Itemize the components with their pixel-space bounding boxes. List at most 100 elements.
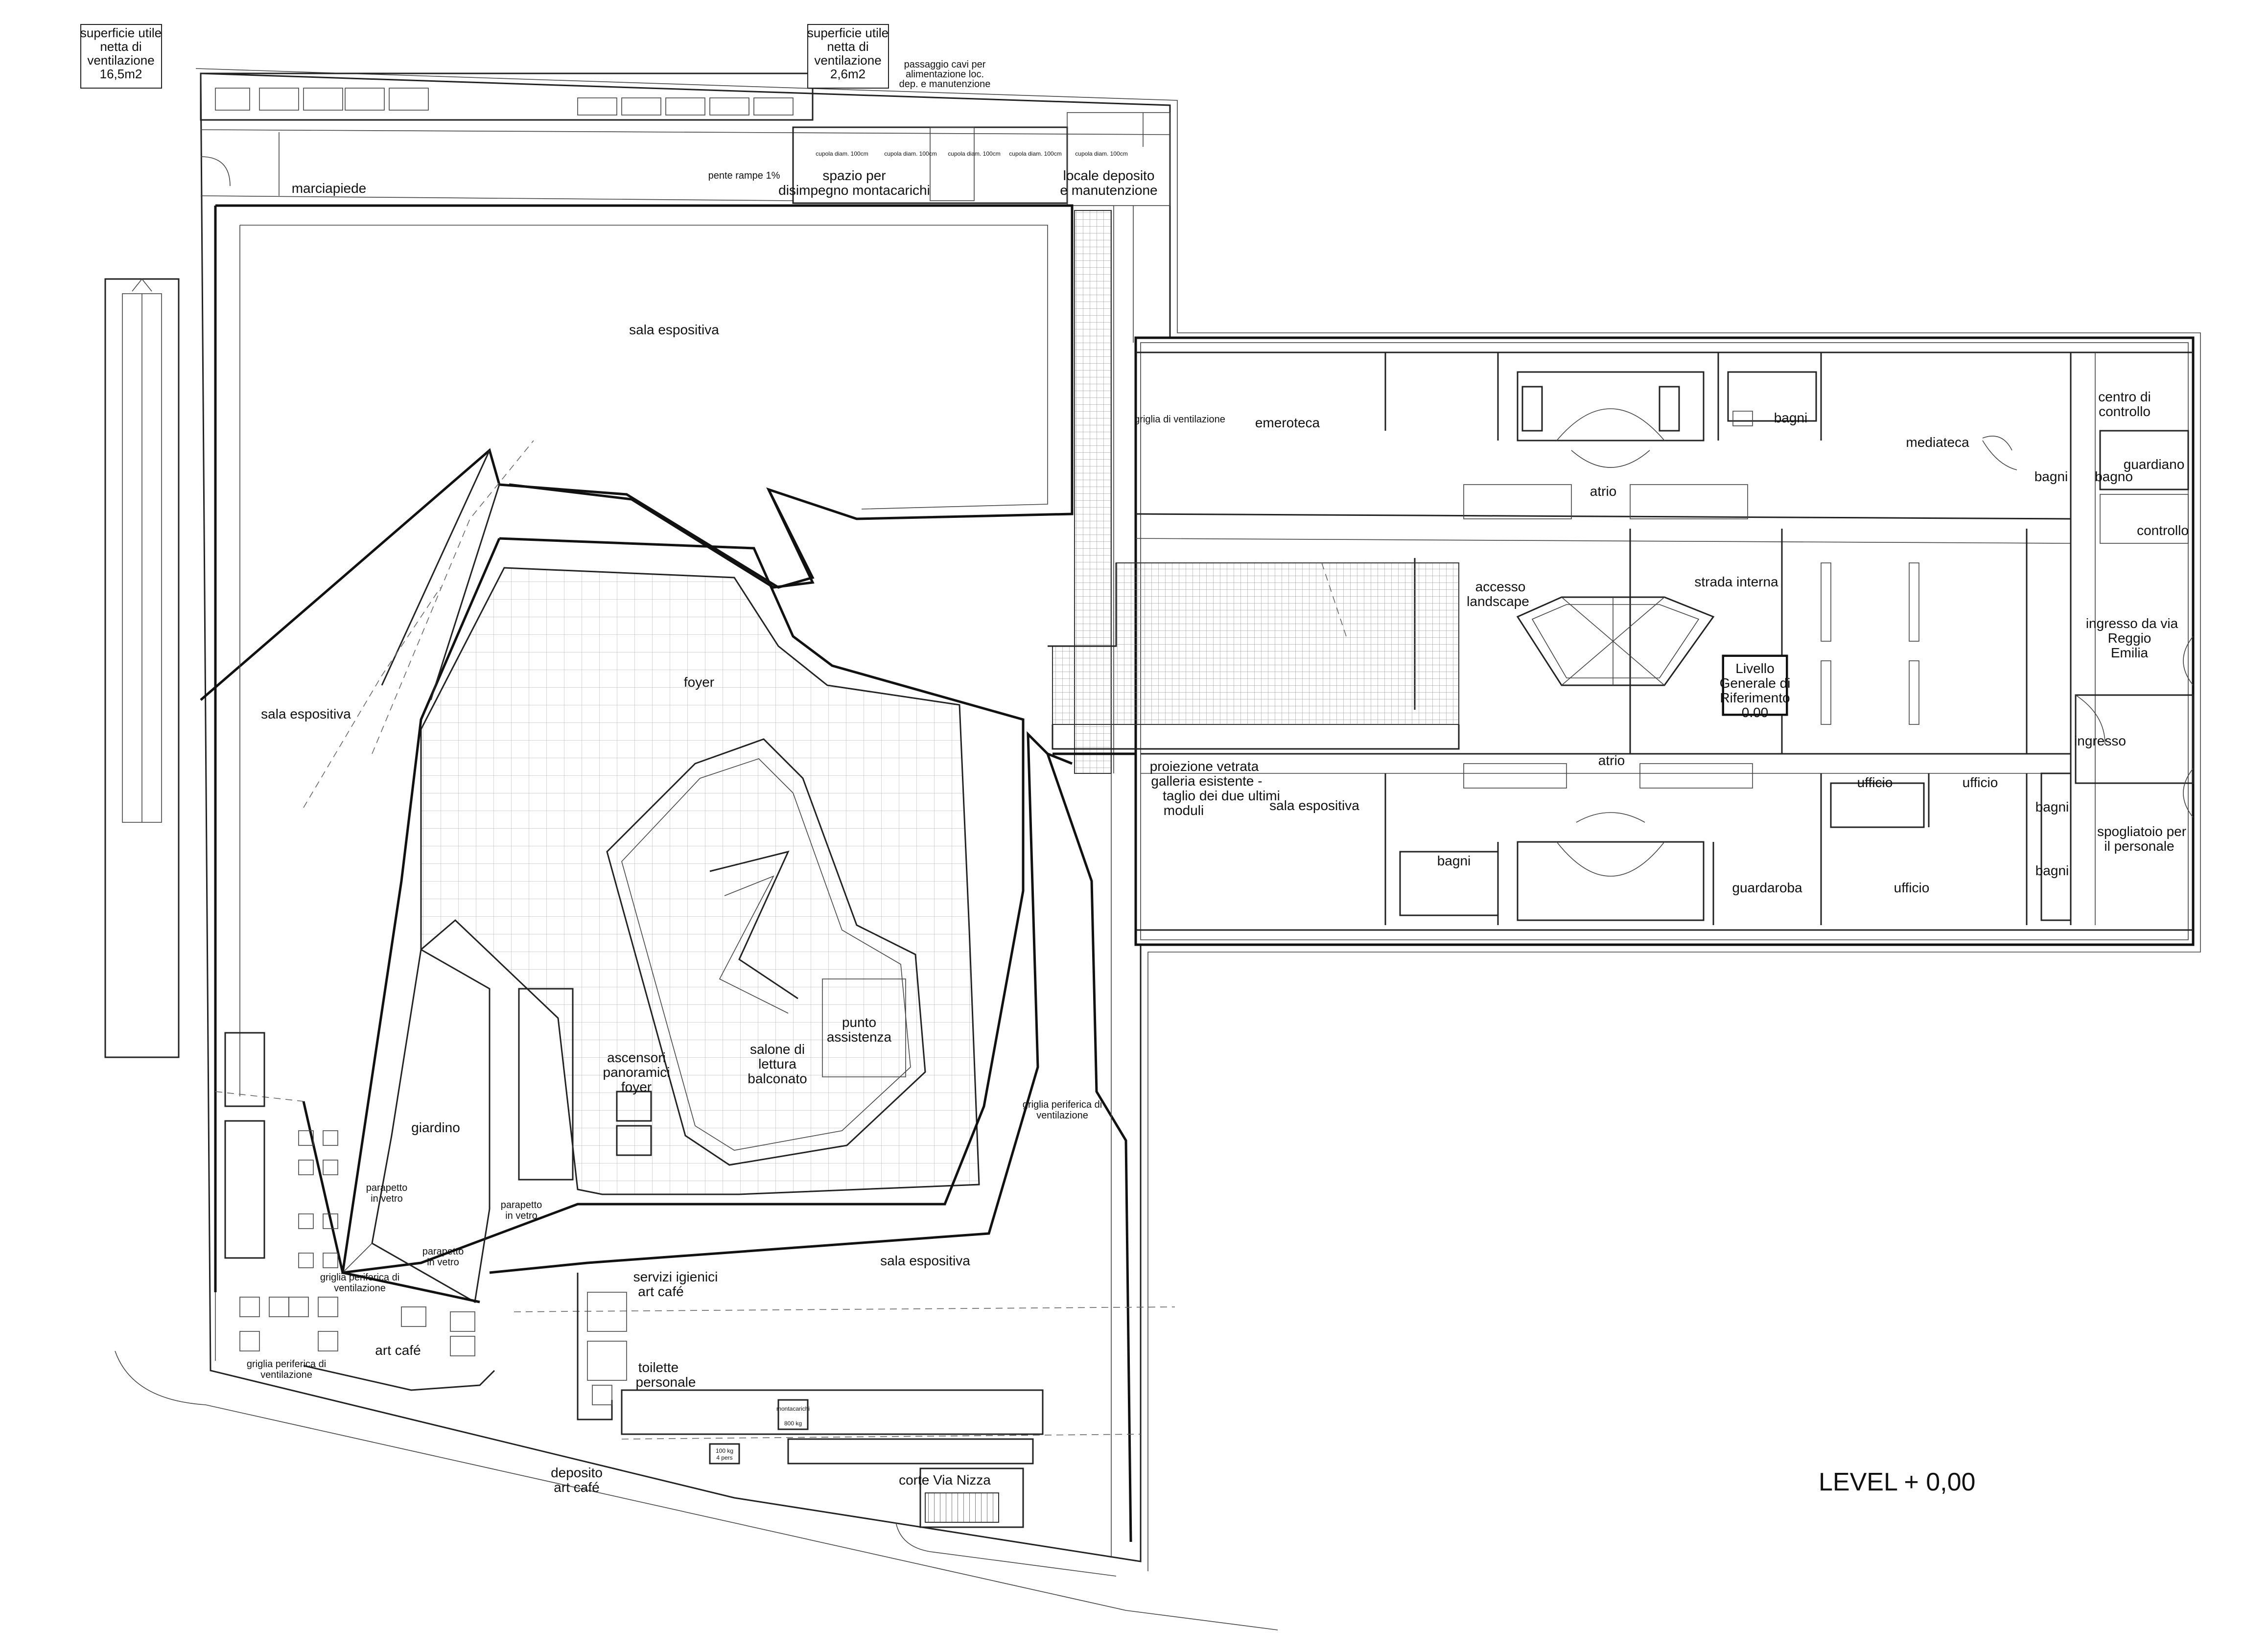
glass-parapet-1-line-2: in vetro	[371, 1193, 403, 1204]
reference-level: Livello Generale di Riferimento 0.00	[1720, 655, 1790, 720]
left-ramp	[104, 278, 180, 1058]
cable-passage-line-2: alimentazione loc.	[906, 69, 984, 80]
room-ingresso: ingresso	[2074, 733, 2126, 748]
vent-slots-left	[215, 88, 794, 116]
vent-box-1: superficie utile netta di ventilazione 1…	[80, 24, 162, 89]
room-strada-interna: strada interna	[1694, 574, 1778, 589]
cupola-note-4: cupola diam. 100cm	[1009, 150, 1061, 157]
top-strip	[200, 72, 1170, 206]
small-lift-line-2: 4 pers	[716, 1454, 732, 1461]
vent-box-2-line-1: superficie utile	[807, 25, 889, 40]
service-block	[621, 1389, 1141, 1528]
reference-level-value: 0.00	[1742, 705, 1769, 720]
room-bagno: bagno	[2095, 469, 2133, 484]
accesso-landscape-line-1: accesso	[1475, 579, 1526, 594]
cable-passage-line-1: passaggio cavi per	[904, 59, 986, 70]
room-giardino: giardino	[411, 1120, 460, 1135]
art-cafe-tables	[239, 1130, 495, 1391]
servizi-igienici-line-2: art café	[638, 1284, 683, 1299]
spazio-montacarichi-line-2: disimpegno montacarichi	[778, 183, 930, 198]
perimeter-grid-1-line-1: griglia periferica di	[320, 1272, 399, 1283]
room-ascensori: ascensori panoramici foyer	[603, 1050, 670, 1094]
cupola-note-2: cupola diam. 100cm	[884, 150, 936, 157]
cable-passage-note: passaggio cavi per alimentazione loc. de…	[899, 59, 991, 90]
salone-lettura-line-1: salone di	[750, 1042, 805, 1057]
hall-bottom	[215, 731, 1175, 1557]
cable-passage-line-3: dep. e manutenzione	[899, 79, 991, 90]
proiezione-vetrata-line-2: galleria esistente -	[1151, 773, 1262, 789]
spogliatoio-line-2: il personale	[2104, 838, 2174, 854]
room-guardaroba: guardaroba	[1732, 880, 1802, 895]
toilette-personale-line-2: personale	[636, 1374, 696, 1390]
garden-zone	[215, 948, 491, 1303]
room-atrio-top: atrio	[1590, 484, 1616, 499]
accesso-landscape-line-2: landscape	[1467, 594, 1529, 609]
perimeter-grid-note-2: griglia periferica di ventilazione	[247, 1359, 326, 1380]
room-bagni-right: bagni	[2035, 469, 2068, 484]
proiezione-vetrata-line-4: moduli	[1164, 803, 1204, 818]
room-spazio-montacarichi: spazio per disimpegno montacarichi	[778, 168, 930, 198]
proiezione-vetrata-line-3: taglio dei due ultimi	[1163, 788, 1280, 803]
room-ufficio-1: ufficio	[1857, 775, 1893, 790]
cupola-note-5: cupola diam. 100cm	[1075, 150, 1127, 157]
glass-parapet-note-3: parapetto in vetro	[422, 1246, 464, 1268]
perimeter-grid-3-line-1: griglia periferica di	[1023, 1099, 1102, 1110]
room-ufficio-3: ufficio	[1894, 880, 1930, 895]
vent-box-2: superficie utile netta di ventilazione 2…	[807, 24, 889, 89]
centro-controllo-line-2: controllo	[2099, 404, 2151, 419]
small-lift-line-1: 100 kg	[716, 1447, 733, 1454]
centro-controllo-line-1: centro di	[2098, 389, 2151, 404]
room-marciapiede: marciapiede	[292, 181, 367, 196]
vent-box-1-line-2: netta di	[100, 39, 141, 54]
room-accesso-landscape: accesso landscape	[1467, 579, 1529, 609]
lift-label: montacarichi	[776, 1405, 810, 1412]
vent-box-1-line-1: superficie utile	[80, 25, 162, 40]
room-bagni-lower-right-1: bagni	[2035, 799, 2069, 814]
ascensori-line-3: foyer	[621, 1079, 652, 1094]
perimeter-grid-2-line-1: griglia periferica di	[247, 1359, 326, 1370]
deposito-art-cafe-line-2: art café	[554, 1480, 599, 1495]
room-salone-lettura: salone di lettura balconato	[748, 1042, 807, 1086]
lift-note: montacarichi 800 kg	[776, 1405, 810, 1427]
room-spogliatoio: spogliatoio per il personale	[2097, 824, 2186, 854]
punto-assistenza-line-2: assistenza	[827, 1029, 892, 1045]
salone-lettura-line-2: lettura	[758, 1056, 796, 1071]
proiezione-vetrata-line-1: proiezione vetrata	[1150, 759, 1259, 774]
cupola-note-3: cupola diam. 100cm	[948, 150, 1000, 157]
deposito-art-cafe-line-1: deposito	[551, 1465, 603, 1480]
room-sala-espositiva-top: sala espositiva	[629, 322, 719, 337]
cupola-note-1: cupola diam. 100cm	[816, 150, 868, 157]
room-deposito-art-cafe: deposito art café	[551, 1465, 603, 1495]
locale-deposito-line-1: locale deposito	[1063, 168, 1155, 183]
vent-box-1-line-4: 16,5m2	[100, 67, 142, 81]
room-controllo: controllo	[2137, 523, 2189, 538]
room-bagni-lower-right-2: bagni	[2035, 863, 2069, 878]
room-sala-espositiva-right: sala espositiva	[1269, 798, 1359, 813]
ingresso-via-line-2: Reggio	[2108, 630, 2151, 646]
perimeter-grid-note-1: griglia periferica di ventilazione	[320, 1272, 399, 1294]
room-locale-deposito: locale deposito e manutenzione	[1060, 168, 1157, 198]
room-bagni-lower-mid: bagni	[1437, 853, 1471, 868]
reference-level-line-3: Riferimento	[1720, 690, 1790, 705]
room-ufficio-2: ufficio	[1963, 775, 1998, 790]
room-art-cafe: art café	[375, 1343, 421, 1358]
room-servizi-igienici: servizi igienici art café	[633, 1269, 718, 1299]
panoramic-lifts	[518, 988, 652, 1181]
lift-capacity: 800 kg	[784, 1420, 802, 1427]
perimeter-grid-2-line-2: ventilazione	[260, 1370, 312, 1380]
perimeter-grid-note-3: griglia periferica di ventilazione	[1023, 1099, 1102, 1121]
room-punto-assistenza: punto assistenza	[827, 1015, 892, 1045]
ingresso-via-line-1: ingresso da via	[2086, 616, 2178, 631]
servizi-igienici-line-1: servizi igienici	[633, 1269, 718, 1284]
reading-room	[606, 738, 926, 1166]
room-bagni-top: bagni	[1774, 410, 1808, 425]
salone-lettura-line-3: balconato	[748, 1071, 807, 1086]
ramp-slope-note: pente rampe 1%	[708, 170, 780, 181]
glass-parapet-1-line-1: parapetto	[366, 1183, 408, 1193]
ingresso-via-line-3: Emilia	[2111, 645, 2149, 660]
spazio-montacarichi-line-1: spazio per	[822, 168, 886, 183]
glass-parapet-note-1: parapetto in vetro	[366, 1183, 408, 1204]
locale-deposito-line-2: e manutenzione	[1060, 183, 1157, 198]
glass-parapet-note-2: parapetto in vetro	[501, 1200, 542, 1221]
